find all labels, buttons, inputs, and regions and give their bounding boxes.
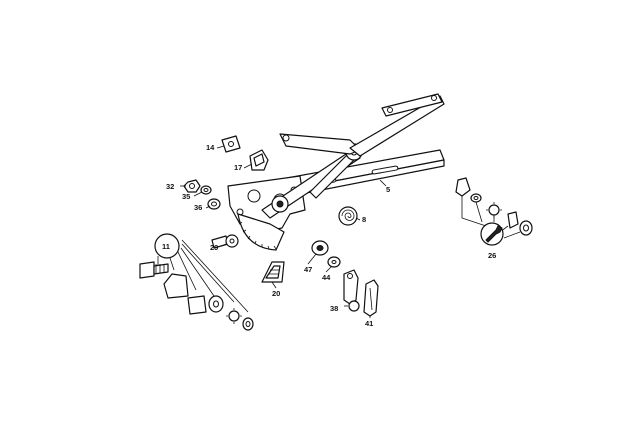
callout-26: 26 — [488, 251, 496, 260]
callout-14: 14 — [206, 143, 215, 152]
callout-35: 35 — [182, 192, 190, 201]
callout-17: 17 — [234, 163, 242, 172]
washer-part-35[interactable] — [200, 185, 212, 195]
kit-group-11[interactable] — [139, 233, 254, 331]
spring-washer-part-36[interactable] — [207, 198, 221, 210]
nut-part-32[interactable] — [183, 179, 201, 193]
callout-8: 8 — [362, 215, 366, 224]
lever-part-38[interactable] — [343, 269, 360, 312]
callout-47: 47 — [304, 265, 312, 274]
washer-part-44[interactable] — [327, 256, 341, 268]
callout-labels: 11 14 17 32 35 36 29 5 8 20 47 44 38 41 … — [162, 143, 496, 328]
callout-29: 29 — [210, 243, 218, 252]
bracket-part-17[interactable] — [249, 149, 269, 171]
leader-lines — [180, 145, 387, 318]
regulator-frame-part[interactable] — [227, 93, 445, 251]
callout-38: 38 — [330, 304, 338, 313]
callout-20: 20 — [272, 289, 280, 298]
callout-41: 41 — [365, 319, 373, 328]
bearing-part-47[interactable] — [311, 240, 329, 256]
kit-group-26[interactable] — [455, 177, 533, 246]
clip-part-14[interactable] — [221, 135, 241, 153]
callout-5: 5 — [386, 185, 390, 194]
spring-part-8[interactable] — [338, 206, 358, 226]
callout-11: 11 — [162, 242, 170, 251]
slider-part-41[interactable] — [363, 279, 379, 317]
callout-32: 32 — [166, 182, 174, 191]
callout-36: 36 — [194, 203, 202, 212]
guide-block-part-20[interactable] — [261, 261, 285, 283]
callout-44: 44 — [322, 273, 331, 282]
